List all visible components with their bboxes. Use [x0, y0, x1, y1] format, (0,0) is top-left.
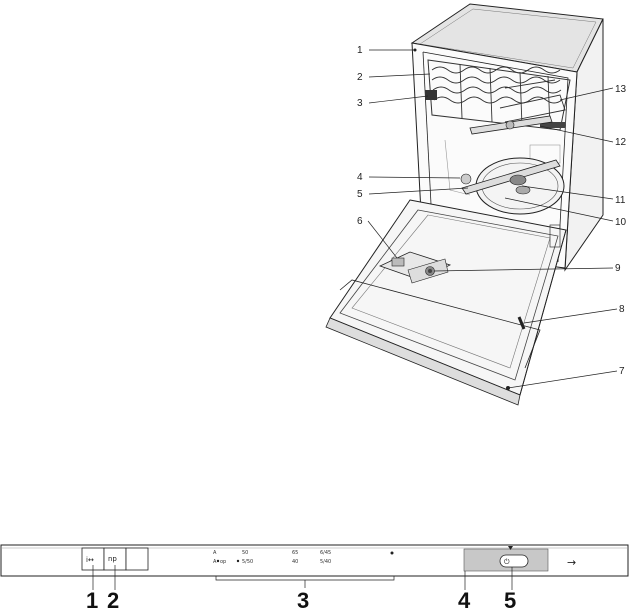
callout-6: 6: [357, 216, 363, 227]
callout-8: 8: [619, 304, 625, 315]
upper-basket: [425, 59, 571, 131]
panel-callout-3: 3: [297, 588, 309, 610]
button-2-label: np: [108, 555, 117, 563]
button-blank[interactable]: [125, 547, 149, 571]
indicator-arrow: [508, 546, 513, 550]
prog-a2: A: [213, 559, 217, 565]
panel-callout-labels: 1 2 3 4 5: [86, 588, 516, 610]
control-panel: ⅰ↔ np A A op 50 5/50 65 40 6/45 5/40: [0, 544, 629, 590]
power-switch-area: ⏻: [463, 546, 549, 572]
callout-12: 12: [615, 137, 627, 148]
upper-spray-arm: [469, 115, 553, 135]
dispensers: [378, 251, 452, 284]
callout-labels: 1 2 3 4 5 6 7 8 9 10 11 12 13: [357, 45, 627, 377]
prog-a1: A: [213, 550, 217, 556]
callout-13: 13: [615, 84, 627, 95]
prog-d1: 6/45: [320, 550, 331, 556]
callout-10: 10: [615, 217, 627, 228]
open-door: [325, 199, 567, 406]
callout-2: 2: [357, 72, 363, 83]
panel-arrow: →: [567, 556, 576, 569]
prog-c1: 65: [292, 550, 298, 556]
callout-leaders: [367, 48, 618, 389]
prog-d2: 5/40: [320, 559, 331, 565]
callout-3: 3: [357, 98, 363, 109]
panel-callout-1: 1: [86, 588, 98, 610]
prog-c2: 40: [292, 559, 298, 565]
power-switch[interactable]: ⏻: [499, 554, 529, 568]
callout-1: 1: [357, 45, 363, 56]
programme-indicators: A A op 50 5/50 65 40 6/45 5/40: [213, 550, 394, 565]
lower-spray-arm-area: [460, 157, 565, 215]
callout-4: 4: [357, 172, 363, 183]
power-symbol: ⏻: [504, 558, 510, 566]
prog-a2-text: op: [220, 559, 226, 565]
panel-callout-2: 2: [107, 588, 119, 610]
panel-callout-4: 4: [458, 588, 471, 610]
callout-5: 5: [357, 189, 363, 200]
callout-11: 11: [615, 195, 626, 206]
prog-b1: 50: [242, 550, 248, 556]
dishwasher-illustration: [325, 3, 604, 406]
panel-callout-5: 5: [504, 588, 516, 610]
callout-7: 7: [619, 366, 625, 377]
button-1-label: ⅰ↔: [86, 556, 94, 564]
callout-9: 9: [615, 263, 621, 274]
prog-b2: 5/50: [242, 559, 253, 565]
